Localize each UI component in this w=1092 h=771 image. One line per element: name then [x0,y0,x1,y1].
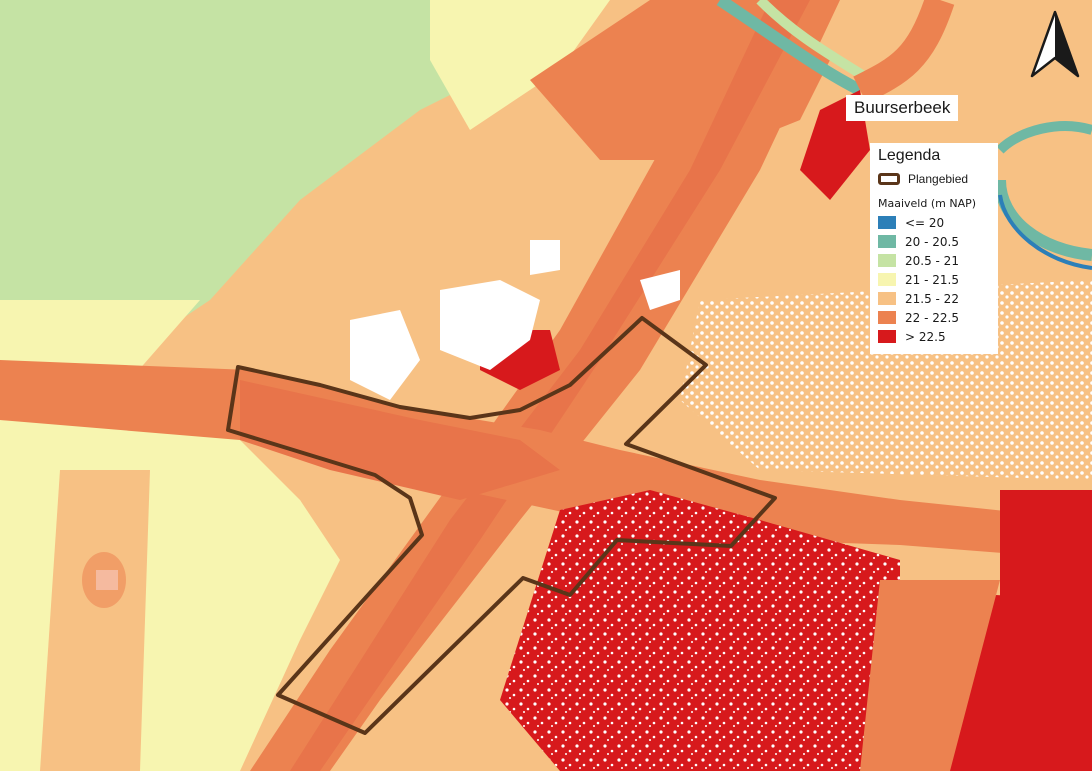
canal-bank [756,0,873,85]
no-data-area-4 [640,270,680,310]
plan-area-outline [226,316,777,735]
plan-area-label: Plangebied [908,172,969,186]
elevation-class-label: 21.5 - 22 [905,291,959,306]
elevation-class-item: > 22.5 [878,327,992,346]
dyke-segment [853,0,955,104]
orange-block-south [860,580,1000,771]
elevation-class-swatch [878,216,896,229]
no-data-area-3 [530,240,560,275]
mound [82,552,126,608]
no-data-area-2 [350,310,420,400]
elevation-class-item: 21.5 - 22 [878,289,992,308]
elevation-class-item: 21 - 21.5 [878,270,992,289]
elevation-class-swatch [878,254,896,267]
legend-plan-area: Plangebied [878,169,992,189]
stream-channel [998,194,1092,270]
stream-lower [994,179,1092,261]
field-strip-2 [0,300,200,380]
elevation-class-label: 20.5 - 21 [905,253,959,268]
north-arrow-icon [1026,8,1084,84]
elevation-class-label: 21 - 21.5 [905,272,959,287]
legend: Legenda Plangebied Maaiveld (m NAP) <= 2… [870,143,998,354]
yellow-field-2 [180,480,330,600]
junction-core [240,380,560,500]
elevation-class-item: <= 20 [878,213,992,232]
elevation-class-item: 20 - 20.5 [878,232,992,251]
plan-area-swatch [878,173,900,185]
elevation-legend-title: Maaiveld (m NAP) [878,197,977,210]
no-data-area [440,280,540,370]
field-path [40,470,150,771]
elevation-class-swatch [878,235,896,248]
elevation-class-swatch [878,273,896,286]
elevation-class-list: <= 20 20 - 20.5 20.5 - 21 21 - 21.5 21.5… [878,213,992,346]
field-strip [430,0,610,130]
elevation-class-swatch [878,330,896,343]
high-zone-east [1000,490,1092,600]
main-road-core [290,0,810,771]
elevation-class-label: > 22.5 [905,329,946,344]
stream-upper [996,121,1092,154]
elevation-class-swatch [878,311,896,324]
elevation-class-label: 20 - 20.5 [905,234,959,249]
elevation-class-label: <= 20 [905,215,945,230]
elevation-class-label: 22 - 22.5 [905,310,959,325]
legend-title: Legenda [878,147,941,164]
elevation-class-item: 20.5 - 21 [878,251,992,270]
place-label-buurserbeek: Buurserbeek [846,95,959,121]
elevation-class-item: 22 - 22.5 [878,308,992,327]
canal-segment [716,0,863,96]
elevation-class-swatch [878,292,896,305]
